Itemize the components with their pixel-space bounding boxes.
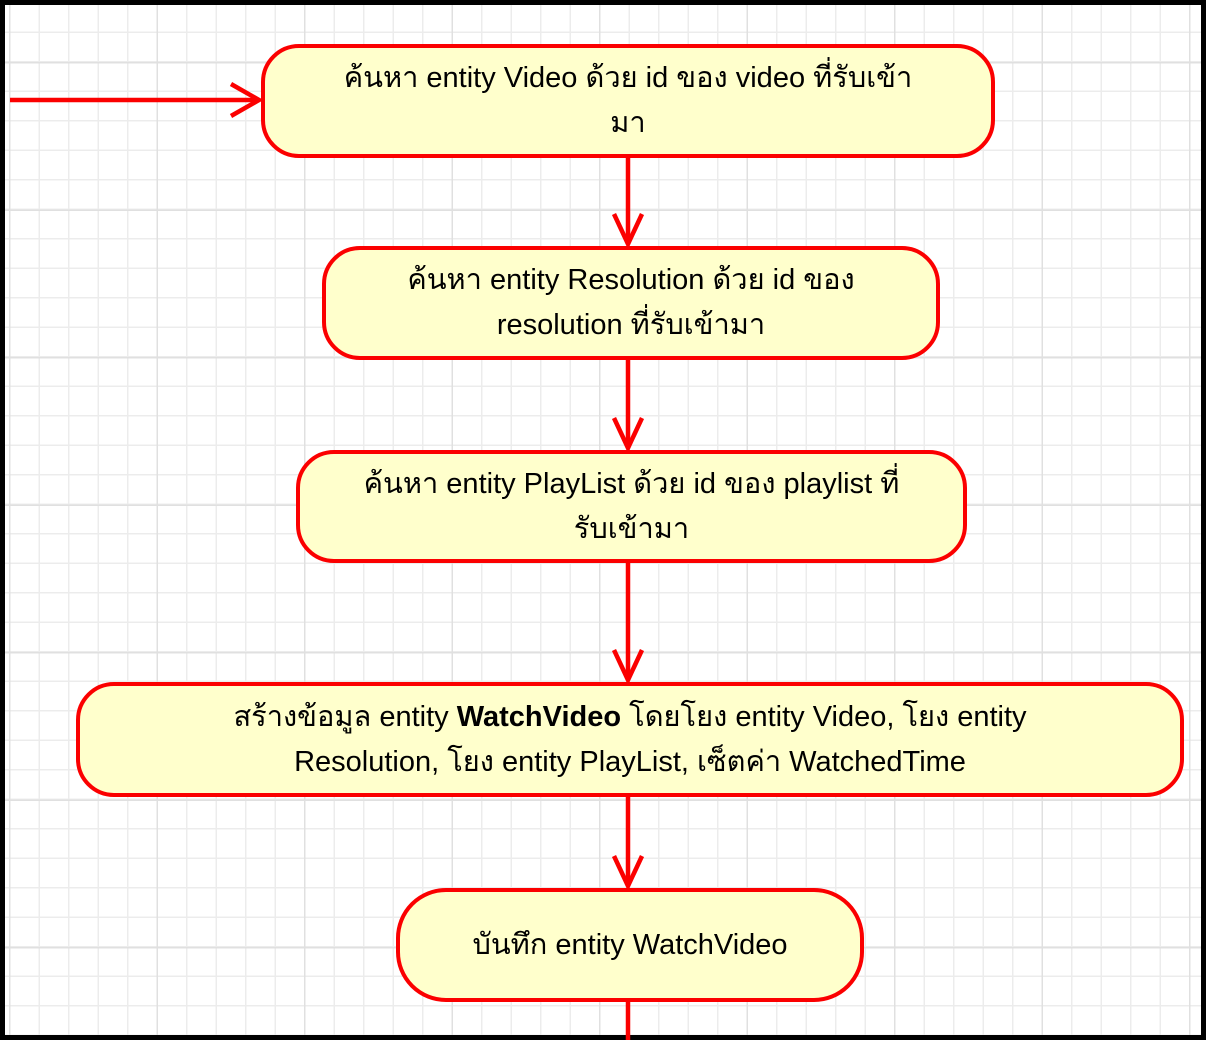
node-label: ค้นหา entity Resolution ด้วย id ของ reso… [407, 264, 855, 341]
node-label-segment-bold: WatchVideo [456, 700, 622, 733]
activity-node-find-resolution[interactable]: ค้นหา entity Resolution ด้วย id ของ reso… [322, 246, 940, 360]
edge-create-watchvideo-to-save-watchvideo[interactable] [611, 797, 645, 892]
node-label: ค้นหา entity Video ด้วย id ของ video ที่… [343, 62, 913, 139]
arrowhead-down-icon [611, 417, 645, 454]
node-label: สร้างข้อมูล entity WatchVideo โดยโยง ent… [233, 695, 1026, 785]
edge-find-resolution-to-find-playlist[interactable] [611, 360, 645, 454]
node-label-segment: โดยโยง entity Video, โยง entity Resoluti… [294, 700, 1027, 778]
edge-find-video-to-find-resolution[interactable] [611, 158, 645, 250]
activity-node-create-watchvideo[interactable]: สร้างข้อมูล entity WatchVideo โดยโยง ent… [76, 682, 1184, 797]
activity-node-find-video[interactable]: ค้นหา entity Video ด้วย id ของ video ที่… [261, 44, 995, 158]
arrowhead-down-icon [611, 649, 645, 686]
connector-layer [10, 82, 645, 1040]
node-label-segment: สร้างข้อมูล entity [233, 700, 457, 733]
edge-offscreen-left-to-find-video[interactable] [10, 82, 264, 118]
arrowhead-down-icon [611, 855, 645, 892]
arrowhead-right-icon [229, 82, 264, 118]
node-label: บันทึก entity WatchVideo [472, 928, 788, 961]
activity-node-find-playlist[interactable]: ค้นหา entity PlayList ด้วย id ของ playli… [296, 450, 967, 563]
activity-node-save-watchvideo[interactable]: บันทึก entity WatchVideo [396, 888, 864, 1002]
arrowhead-down-icon [611, 213, 645, 250]
node-label: ค้นหา entity PlayList ด้วย id ของ playli… [363, 467, 900, 545]
edge-find-playlist-to-create-watchvideo[interactable] [611, 563, 645, 686]
